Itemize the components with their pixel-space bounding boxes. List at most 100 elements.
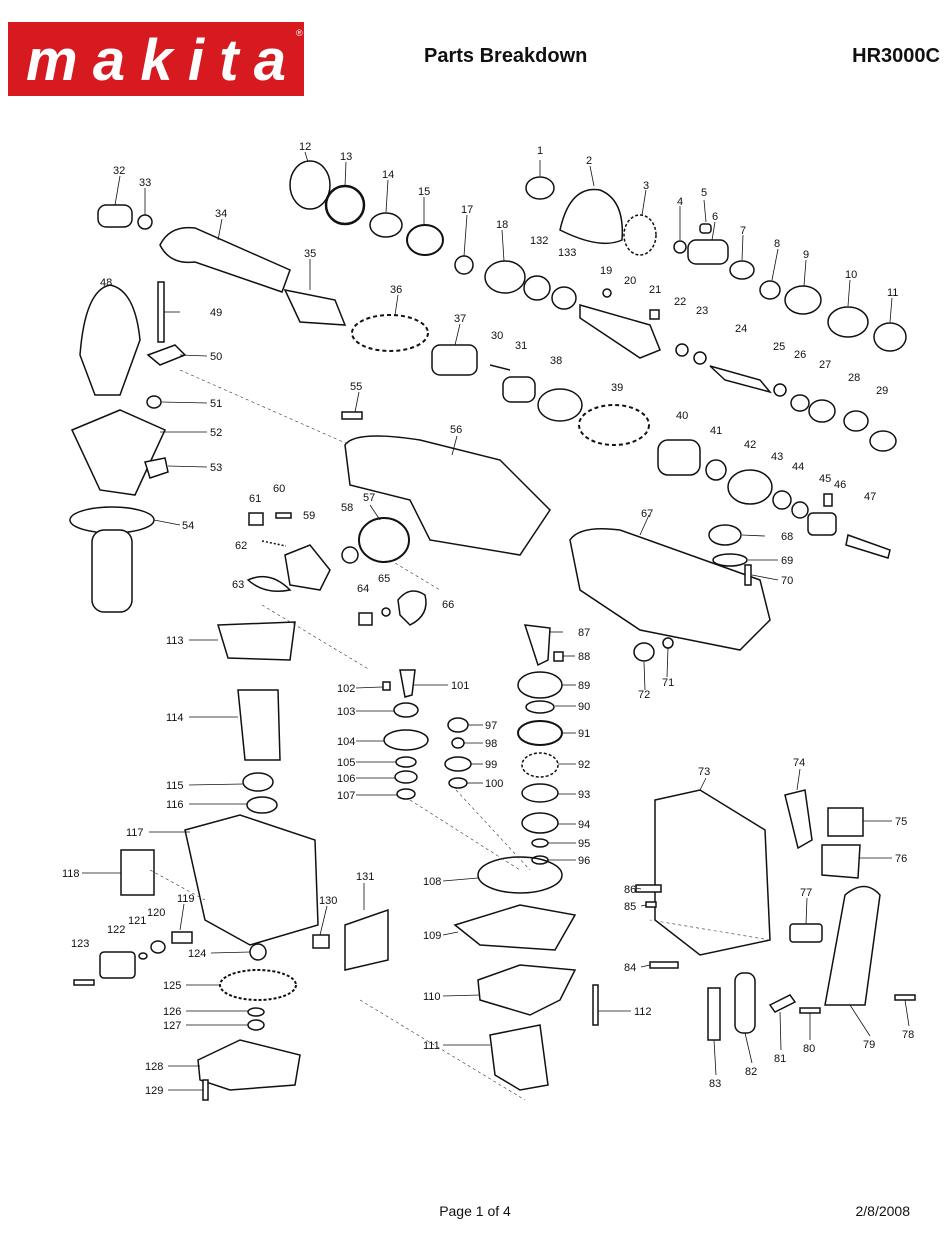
part-label: 17 [461,204,473,216]
part-label: 1 [537,145,543,157]
part-label: 116 [166,799,184,811]
part-drawing-115 [242,772,274,792]
part-label: 108 [423,876,441,888]
part-label: 48 [100,277,112,289]
part-label: 15 [418,186,430,198]
part-drawing-102 [382,681,391,691]
part-drawing-37 [431,344,478,376]
part-label: 127 [163,1020,181,1032]
part-label: 64 [357,583,369,595]
part-label: 115 [166,780,184,792]
part-drawing-90 [525,700,555,714]
part-drawing-117 [184,814,319,946]
part-label: 28 [848,372,860,384]
part-drawing-86 [635,884,662,893]
part-drawing-109 [453,904,577,951]
part-label: 133 [558,247,576,259]
part-label: 43 [771,451,783,463]
part-label: 75 [895,816,907,828]
makita-logo: makita ® [8,22,304,96]
part-drawing-80 [799,1007,821,1014]
part-drawing-25 [773,383,787,397]
part-drawing-39 [578,404,650,446]
part-label: 34 [215,208,227,220]
part-drawing-6 [687,239,729,265]
part-label: 120 [147,907,165,919]
part-drawing-120 [150,940,166,954]
part-drawing-78 [894,994,916,1001]
part-drawing-18 [484,260,526,294]
part-label: 27 [819,359,831,371]
part-label: 80 [803,1043,815,1055]
part-drawing-40 [657,439,701,476]
part-label: 124 [188,948,206,960]
part-label: 71 [662,677,674,689]
part-label: 99 [485,759,497,771]
part-label: 111 [423,1040,440,1052]
part-label: 23 [696,305,708,317]
part-drawing-130 [312,934,330,949]
part-label: 41 [710,425,722,437]
part-drawing-8 [759,280,781,300]
part-drawing-52 [70,409,166,496]
part-label: 11 [887,287,898,299]
part-label: 37 [454,313,466,325]
part-drawing-46 [807,512,837,536]
part-label: 95 [578,838,590,850]
part-drawing-13 [324,184,366,226]
part-label: 32 [113,165,125,177]
part-label: 73 [698,766,710,778]
part-label: 74 [793,757,805,769]
part-drawing-22 [675,343,689,357]
part-drawing-103 [393,702,419,718]
part-drawing-106 [394,770,418,784]
part-label: 36 [390,284,402,296]
part-drawing-2 [559,188,624,245]
part-label: 88 [578,651,590,663]
part-label: 39 [611,382,623,394]
part-label: 49 [210,307,222,319]
part-drawing-4 [673,240,687,254]
part-label: 44 [792,461,804,473]
part-drawing-61 [248,512,264,526]
part-label: 109 [423,930,441,942]
part-drawing-56 [344,435,551,556]
part-label: 97 [485,720,497,732]
part-label: 68 [781,531,793,543]
part-drawing-110 [477,964,577,1016]
part-label: 110 [423,991,441,1003]
part-drawing-21 [649,309,660,320]
part-drawing-47 [845,534,891,559]
part-drawing-1 [525,176,555,200]
part-label: 76 [895,853,907,865]
part-label: 83 [709,1078,721,1090]
part-drawing-89 [517,671,563,699]
part-drawing-125 [219,969,297,1001]
part-drawing-122 [99,951,136,979]
part-label: 20 [624,275,636,287]
part-drawing-60 [275,512,292,519]
part-label: 113 [166,635,184,647]
part-drawing-124 [249,943,267,961]
part-label: 19 [600,265,612,277]
part-drawing-126 [247,1007,265,1017]
part-label: 58 [341,502,353,514]
part-drawing-35 [283,288,347,326]
part-drawing-31 [502,376,536,403]
part-drawing-129 [202,1079,209,1101]
part-label: 119 [177,893,195,905]
part-label: 21 [649,284,661,296]
part-drawing-3 [623,214,657,256]
part-label: 46 [834,479,846,491]
part-label: 57 [363,492,375,504]
part-label: 82 [745,1066,757,1078]
part-number-labels: 1 2 3 4 5 6 7 8 9 10 11 12 13 14 15 17 1… [62,141,914,1097]
part-drawing-54-disc [69,506,155,534]
part-drawing-11 [873,322,907,352]
part-drawing-121 [138,952,148,960]
part-drawing-41 [705,459,727,481]
part-drawing-33 [137,214,153,230]
part-drawing-19 [602,288,612,298]
part-label: 66 [442,599,454,611]
part-label: 87 [578,627,590,639]
